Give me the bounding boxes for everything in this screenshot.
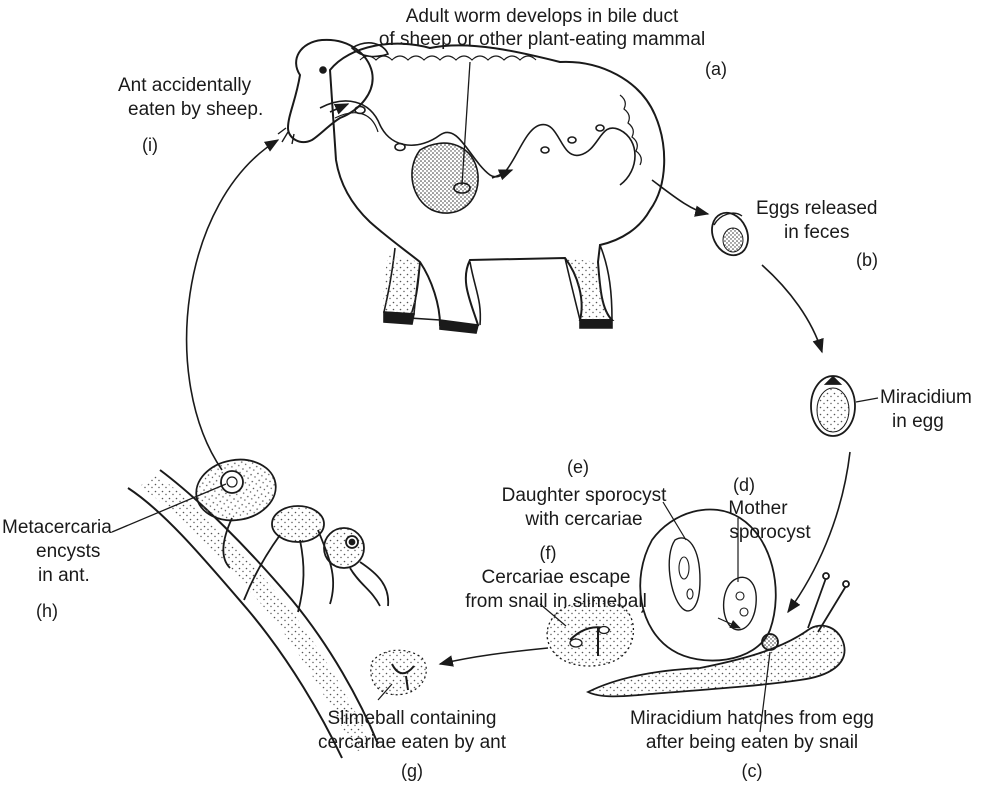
label-c-line2: after being eaten by snail [646,731,858,754]
label-h-line2: encysts [36,540,100,563]
label-g-line1: Slimeball containing [328,707,497,730]
label-a-line1: Adult worm develops in bile duct [406,5,678,28]
label-f-line1: Cercariae escape [482,566,631,589]
arrow-slimeball-to-ant-bait [440,648,548,664]
label-miracidium-line1: Miracidium [880,386,972,409]
label-a-tag: (a) [705,58,727,81]
label-h-line1: Metacercaria [2,516,112,539]
label-d-line2: sporocyst [729,521,810,544]
label-c-tag: (c) [742,760,763,783]
label-b-tag: (b) [856,249,878,272]
label-e-line2: with cercariae [525,508,642,531]
label-f-line2: from snail in slimeball [465,590,647,613]
egg-icon [705,207,754,261]
label-miracidium-line2: in egg [892,410,944,433]
label-i-line1: Ant accidentally [118,74,251,97]
label-f-tag: (f) [540,542,557,565]
label-e-line1: Daughter sporocyst [502,484,667,507]
label-g-line2: cercariae eaten by ant [318,731,506,754]
label-h-tag: (h) [36,600,58,623]
label-b-line2: in feces [784,221,849,244]
label-c-line1: Miracidium hatches from egg [630,707,874,730]
label-i-line2: eaten by sheep. [128,98,263,121]
label-d-tag: (d) [733,474,755,497]
miracidium-egg-icon [811,376,878,436]
label-b-line1: Eggs released [756,197,877,220]
arrow-egg-to-miracidium [762,265,822,352]
label-i-tag: (i) [142,134,158,157]
sheep-illustration [278,40,664,333]
label-d-line1: Mother [728,497,787,520]
label-g-tag: (g) [401,760,423,783]
arrow-ant-to-sheep [187,140,278,470]
label-a-line2: of sheep or other plant-eating mammal [379,28,705,51]
label-e-tag: (e) [567,456,589,479]
label-h-line3: in ant. [38,564,90,587]
